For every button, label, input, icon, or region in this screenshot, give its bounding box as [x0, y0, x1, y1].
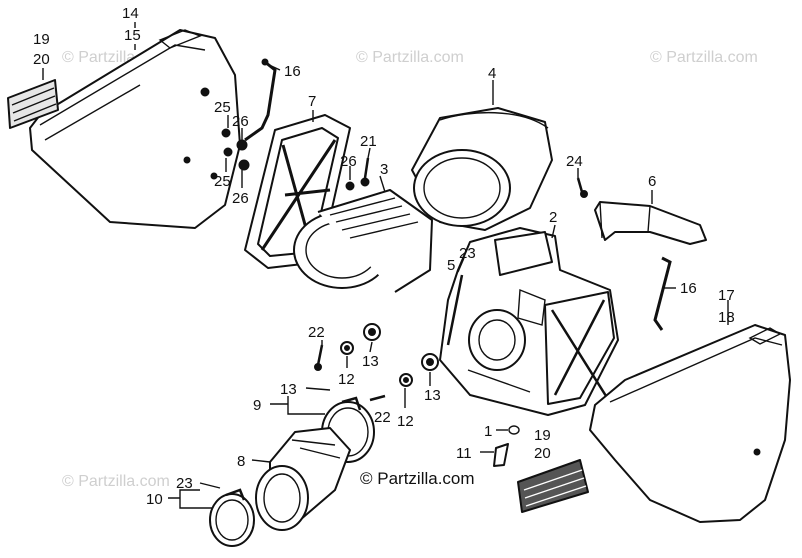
watermark-bottom-left: © Partzilla.com [62, 473, 170, 490]
watermark-top-right: © Partzilla.com [650, 49, 758, 66]
air-cleaner-case [439, 227, 619, 416]
label-plate-right [517, 459, 589, 513]
callout-23-lower: 23 [176, 475, 193, 492]
callout-26-mid: 26 [340, 153, 357, 170]
connecting-tube [255, 427, 351, 531]
callout-20-right: 20 [534, 445, 551, 462]
callout-10: 10 [146, 491, 163, 508]
callout-18: 18 [718, 309, 735, 326]
stay-rod-upper [244, 58, 277, 142]
callout-19-left: 19 [33, 31, 50, 48]
stay-rod-lower [653, 256, 672, 331]
label-plate-left [7, 79, 59, 129]
callout-26-upper: 26 [232, 113, 249, 130]
right-side-cover [589, 324, 791, 523]
watermark-top-center: © Partzilla.com [356, 49, 464, 66]
filter-element [293, 189, 433, 293]
callout-11: 11 [456, 445, 472, 462]
callout-16-lower: 16 [680, 280, 697, 297]
callout-3: 3 [380, 161, 388, 178]
bolt-cluster-25-26 [221, 128, 250, 171]
grommets-and-bolts [314, 323, 439, 402]
callout-14: 14 [122, 5, 139, 22]
clamp-band-10 [209, 488, 255, 547]
callout-23-upper: 23 [459, 245, 476, 262]
clip-and-pin [493, 425, 520, 467]
leader-lines [42, 22, 729, 509]
callout-25-upper: 25 [214, 99, 231, 116]
bracket-6 [594, 201, 707, 245]
copyright-text: © Partzilla.com [360, 469, 475, 488]
callout-12-upper: 12 [338, 371, 355, 388]
callout-22-upper: 22 [308, 324, 325, 341]
callout-24: 24 [566, 153, 583, 170]
callout-22-lower: 22 [374, 409, 391, 426]
callout-15: 15 [124, 27, 141, 44]
callout-19-right: 19 [534, 427, 551, 444]
bolt-24 [576, 177, 588, 198]
callout-8: 8 [237, 453, 245, 470]
screw-21 [345, 157, 370, 191]
callouts: 14 15 19 20 16 7 4 25 26 25 26 21 26 3 2… [33, 5, 735, 508]
callout-7: 7 [308, 93, 316, 110]
callout-26-lower: 26 [232, 190, 249, 207]
intake-funnel [411, 107, 553, 231]
callout-25-lower: 25 [214, 173, 231, 190]
callout-13-lower: 13 [280, 381, 297, 398]
callout-4: 4 [488, 65, 496, 82]
callout-16-upper: 16 [284, 63, 301, 80]
callout-13-mid: 13 [424, 387, 441, 404]
callout-12-lower: 12 [397, 413, 414, 430]
callout-9: 9 [253, 397, 261, 414]
callout-17: 17 [718, 287, 735, 304]
callout-20-left: 20 [33, 51, 50, 68]
callout-5: 5 [447, 257, 455, 274]
callout-1: 1 [484, 423, 492, 440]
callout-13-upper: 13 [362, 353, 379, 370]
callout-6: 6 [648, 173, 656, 190]
callout-21: 21 [360, 133, 377, 150]
callout-2: 2 [549, 209, 557, 226]
